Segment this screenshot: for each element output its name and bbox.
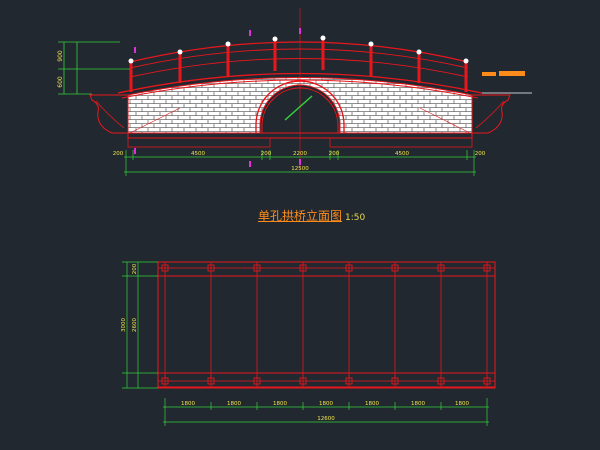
top-rail — [157, 261, 496, 277]
plan-bays — [164, 262, 488, 388]
right-wing-wall — [471, 94, 511, 134]
bay-label: 1800 — [319, 401, 333, 407]
plan-posts — [161, 264, 491, 385]
annotation-tag — [482, 72, 496, 76]
baluster-caps — [128, 35, 469, 64]
elevation-dim-lines — [124, 150, 476, 176]
plan-bay-labels: 1800 1800 1800 1800 1800 1800 1800 12600 — [181, 401, 469, 422]
bay-label: 1800 — [227, 401, 241, 407]
dim-label: 200 — [475, 151, 486, 157]
plan-side-dim-label: 200 — [132, 263, 138, 274]
leader-line — [284, 95, 313, 121]
handrail-top — [129, 41, 469, 63]
post-cap — [225, 41, 231, 47]
bay-label: 1800 — [181, 401, 195, 407]
bridge-plan: 3000 2600 200 1800 1800 1800 1800 1800 1… — [121, 261, 496, 426]
post-cap — [463, 58, 469, 64]
footing-right — [329, 137, 473, 148]
balusters — [129, 40, 468, 92]
height-dims — [58, 41, 130, 95]
plan-outline — [157, 261, 496, 389]
post-cap — [177, 49, 183, 55]
leader-line — [129, 107, 181, 134]
dim-total-label: 12500 — [291, 166, 309, 172]
dim-label: 200 — [329, 151, 340, 157]
footing-left — [127, 137, 271, 148]
dim-label: 4500 — [395, 151, 409, 157]
left-wing-curve — [95, 100, 125, 129]
post-cap — [368, 41, 374, 47]
bay-label: 1800 — [273, 401, 287, 407]
bay-label: 1800 — [455, 401, 469, 407]
dim-label: 4500 — [191, 151, 205, 157]
height-dim-label: 900 — [57, 50, 64, 62]
leader-line — [419, 107, 471, 134]
bridge-elevation: 900 600 200 4500 200 2200 200 4500 200 1… — [57, 8, 532, 176]
plan-side-dims — [122, 261, 158, 389]
bay-label: 1800 — [365, 401, 379, 407]
left-wing-wall — [89, 94, 129, 134]
post-cap — [320, 35, 326, 41]
dim-label: 2200 — [293, 151, 307, 157]
handrail-mid — [129, 48, 469, 69]
dim-label: 200 — [113, 151, 124, 157]
bay-label: 1800 — [411, 401, 425, 407]
drawing-title-text: 单孔拱桥立面图 — [258, 209, 343, 223]
right-wing-curve — [475, 100, 505, 129]
handrail-low — [129, 58, 469, 78]
dim-label: 200 — [261, 151, 272, 157]
bottom-rail — [157, 372, 496, 388]
post-cap — [128, 58, 134, 64]
annotation-tag — [499, 71, 525, 76]
plan-bottom-dims — [163, 398, 489, 426]
plan-total-label: 12600 — [317, 416, 335, 422]
masonry-wall — [127, 77, 473, 134]
height-dim-label: 600 — [57, 76, 64, 88]
drawing-scale: 1:50 — [345, 213, 366, 223]
post-cap — [272, 36, 278, 42]
plan-side-dim-label: 2600 — [132, 318, 138, 332]
elevation-dim-labels: 200 4500 200 2200 200 4500 200 12500 — [113, 151, 486, 172]
plan-side-dim-label: 3000 — [121, 318, 127, 332]
section-markers — [134, 28, 301, 167]
post-cap — [416, 49, 422, 55]
